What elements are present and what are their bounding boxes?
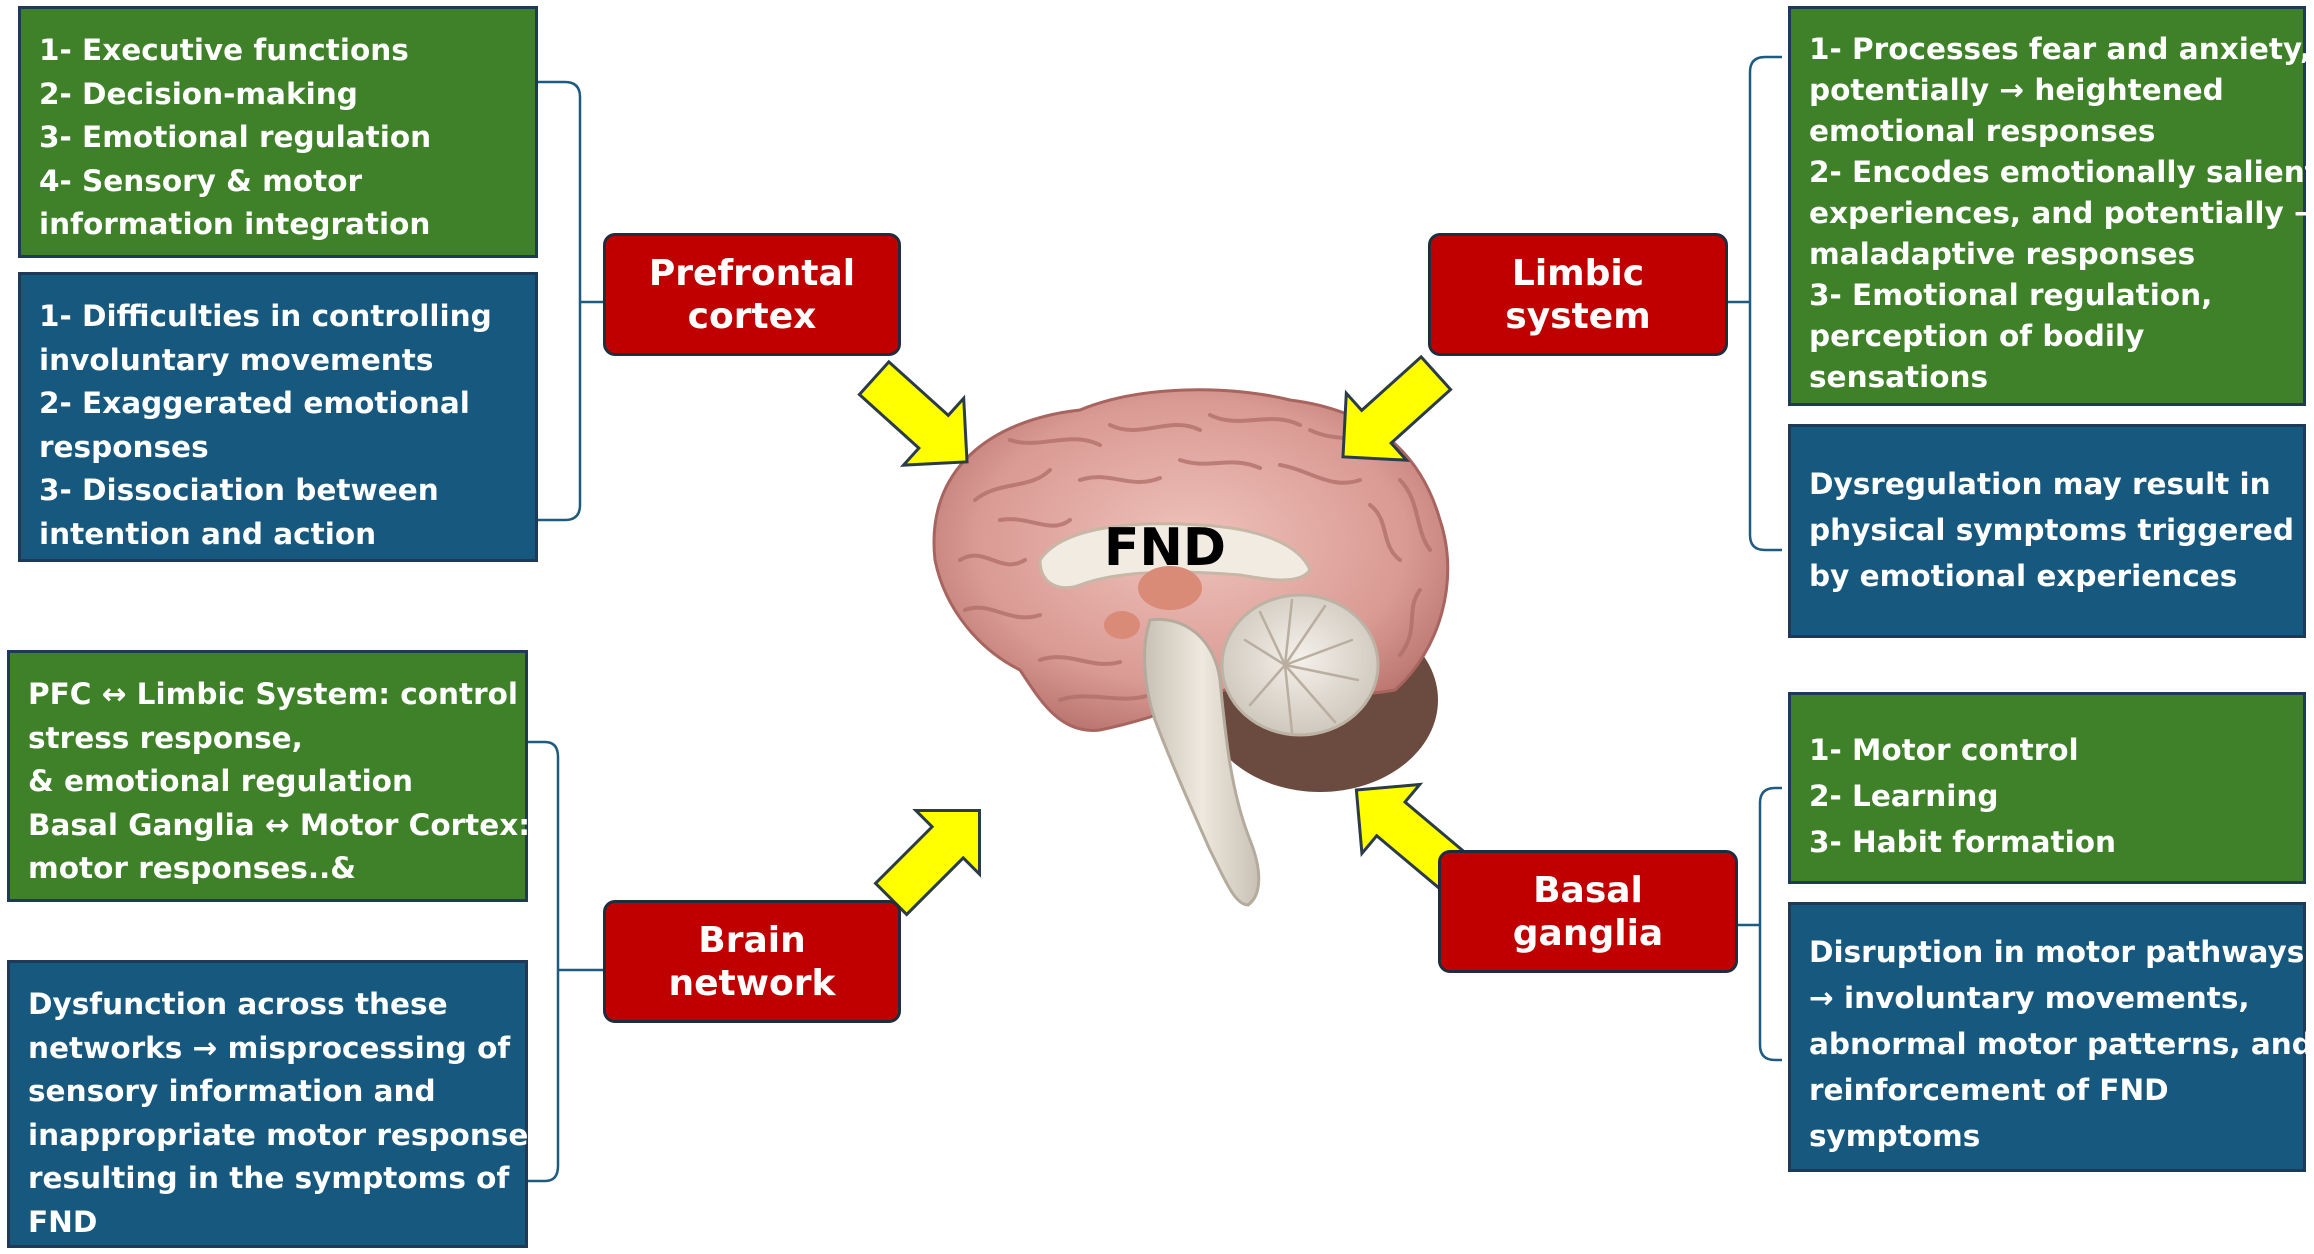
box-line: symptoms <box>1809 1119 1981 1153</box>
box-line: motor responses..& <box>28 851 356 885</box>
box-line: & emotional regulation <box>28 764 413 798</box>
thalamus <box>1138 566 1202 610</box>
limbic-dysfunction-box: Dysregulation may result in physical sym… <box>1788 424 2306 638</box>
box-line: maladaptive responses <box>1809 237 2196 271</box>
box-line: 3- Emotional regulation, <box>1809 278 2213 312</box>
node-brain-network-line2: network <box>668 962 836 1004</box>
brainstem <box>1143 617 1261 907</box>
box-line: perception of bodily <box>1809 319 2145 353</box>
box-line: by emotional experiences <box>1809 559 2238 593</box>
pfc-functions-box: 1- Executive functions 2- Decision-makin… <box>18 6 538 258</box>
box-line: Disruption in motor pathways <box>1809 935 2305 969</box>
brain-illustration <box>932 388 1450 907</box>
box-line: inappropriate motor responses, <box>28 1117 558 1152</box>
network-dysfunction-box: Dysfunction across these networks → misp… <box>7 960 558 1248</box>
node-limbic-line2: system <box>1505 295 1651 337</box>
node-prefrontal-cortex: Prefrontal cortex <box>603 233 901 356</box>
corpus-callosum <box>1038 522 1312 590</box>
node-basal-line1: Basal <box>1533 869 1643 911</box>
box-line: 3- Emotional regulation <box>39 120 432 154</box>
box-line: reinforcement of FND <box>1809 1073 2169 1107</box>
box-line: resulting in the symptoms of <box>28 1161 510 1195</box>
box-line: 1- Executive functions <box>39 33 409 67</box>
box-line: PFC ↔ Limbic System: control <box>28 677 519 711</box>
arrow-brain-network <box>873 809 981 917</box>
cortex-folds <box>958 413 1432 702</box>
connectors <box>528 55 1782 1183</box>
node-brain-network: Brain network <box>603 900 901 1023</box>
node-basal-ganglia: Basal ganglia <box>1438 850 1738 973</box>
basal-dysfunction-box: Disruption in motor pathways → involunta… <box>1788 902 2313 1172</box>
cerebellum <box>1220 593 1380 737</box>
box-line: 2- Decision-making <box>39 76 358 111</box>
box-line: 1- Processes fear and anxiety, <box>1809 32 2312 66</box>
arrow-prefrontal <box>857 359 969 467</box>
box-line: Dysregulation may result in <box>1809 467 2271 501</box>
arrow-limbic <box>1341 354 1453 462</box>
box-line: responses <box>39 429 209 464</box>
node-prefrontal-line1: Prefrontal <box>648 252 856 294</box>
box-line: Dysfunction across these <box>28 987 448 1021</box>
box-line: 1- Difficulties in controlling <box>39 299 492 333</box>
box-line: → involuntary movements, <box>1809 981 2250 1015</box>
box-line: potentially → heightened <box>1809 73 2224 107</box>
box-line: Basal Ganglia ↔ Motor Cortex: <box>28 807 531 842</box>
box-line: 4- Sensory & motor <box>39 163 363 198</box>
node-basal-line2: ganglia <box>1512 912 1664 954</box>
box-line: networks → misprocessing of <box>28 1030 511 1065</box>
box-line: emotional responses <box>1809 114 2156 148</box>
box-line: stress response, <box>28 720 303 755</box>
arrows <box>857 354 1469 917</box>
hypothalamus <box>1104 611 1140 639</box>
box-line: 2- Learning <box>1809 779 1999 813</box>
box-line: abnormal motor patterns, and <box>1809 1027 2313 1061</box>
bracket-network <box>528 740 605 1183</box>
box-line: 3- Habit formation <box>1809 825 2117 859</box>
box-line: 2- Encodes emotionally salient <box>1809 155 2314 189</box>
box-line: sensory information and <box>28 1074 436 1108</box>
bracket-prefrontal <box>538 80 605 522</box>
network-functions-box: PFC ↔ Limbic System: control stress resp… <box>7 650 531 902</box>
limbic-functions-box: 1- Processes fear and anxiety, potential… <box>1788 6 2314 406</box>
box-line: 2- Exaggerated emotional <box>39 386 470 420</box>
bracket-limbic <box>1722 55 1782 552</box>
box-line: 3- Dissociation between <box>39 473 439 507</box>
box-line: 1- Motor control <box>1809 733 2079 767</box>
box-line: information integration <box>39 207 431 241</box>
cerebellum-branches <box>1243 598 1360 734</box>
node-limbic-line1: Limbic <box>1511 252 1645 294</box>
node-brain-network-line1: Brain <box>698 919 806 961</box>
pfc-dysfunction-box: 1- Difficulties in controlling involunta… <box>18 272 538 562</box>
box-line: experiences, and potentially → <box>1809 196 2314 230</box>
box-line: involuntary movements <box>39 342 434 377</box>
box-line: intention and action <box>39 516 377 551</box>
fnd-center-label: FND <box>1103 518 1227 578</box>
node-prefrontal-line2: cortex <box>687 295 817 337</box>
node-limbic-system: Limbic system <box>1428 233 1728 356</box>
box-line: physical symptoms triggered <box>1809 513 2295 547</box>
box-line: FND <box>28 1204 98 1239</box>
basal-functions-box: 1- Motor control 2- Learning 3- Habit fo… <box>1788 692 2306 884</box>
box-line: sensations <box>1809 360 1989 394</box>
